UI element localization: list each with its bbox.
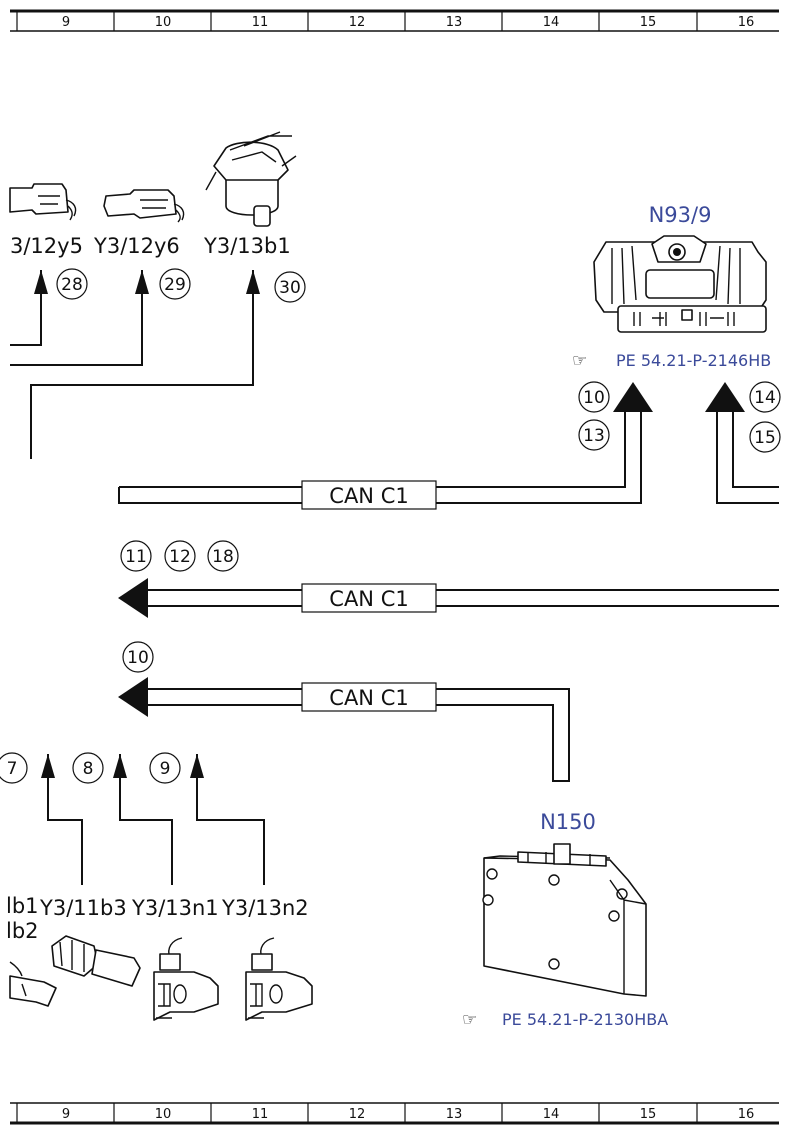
marker-10-bottom: 10 xyxy=(127,648,149,668)
wire-8 xyxy=(119,754,173,885)
marker-15: 15 xyxy=(754,428,776,448)
label-y3-11b3: Y3/11b3 xyxy=(39,896,127,920)
marker-18: 18 xyxy=(212,547,234,567)
ruler-bottom-col-9: 9 xyxy=(62,1107,70,1122)
connector-y3-12y5-drawing xyxy=(9,183,77,221)
sensor-y3-13n1-drawing xyxy=(153,937,219,1021)
control-unit-n93-9-drawing xyxy=(593,235,767,333)
ruler-bottom-col-12: 12 xyxy=(349,1107,366,1122)
marker-10-top: 10 xyxy=(583,388,605,408)
ruler-bottom-col-15: 15 xyxy=(640,1107,657,1122)
ruler-bottom-col-11: 11 xyxy=(252,1107,269,1122)
sensor-y3-11b3-drawing xyxy=(51,935,141,987)
wire-29 xyxy=(10,270,143,366)
arrow-up-30 xyxy=(246,270,260,294)
sensor-y3-13b1-drawing xyxy=(205,131,297,227)
label-y3-12y6: Y3/12y6 xyxy=(93,234,180,258)
label-y3-13n2: Y3/13n2 xyxy=(221,896,309,920)
pointing-hand-icon: ☞ xyxy=(572,351,587,371)
marker-7: 7 xyxy=(7,759,18,779)
label-lb2: lb2 xyxy=(6,919,39,943)
pointing-hand-icon: ☞ xyxy=(462,1010,477,1030)
ruler-top-col-16: 16 xyxy=(738,15,755,30)
ruler-top-col-12: 12 xyxy=(349,15,366,30)
wire-30 xyxy=(30,270,254,459)
arrow-up-8 xyxy=(113,754,127,778)
can-bus-1: CAN C1 xyxy=(118,382,779,510)
label-n150: N150 xyxy=(540,810,596,834)
arrow-up-7 xyxy=(41,754,55,778)
marker-8: 8 xyxy=(83,759,94,779)
can-label-2: CAN C1 xyxy=(329,587,408,611)
top-ruler: 9 10 11 12 13 14 15 16 xyxy=(10,9,779,32)
label-y3-13b1: Y3/13b1 xyxy=(203,234,291,258)
marker-29: 29 xyxy=(164,275,186,295)
label-lb1: lb1 xyxy=(6,894,39,918)
sensor-lb-drawing xyxy=(9,961,57,1007)
connector-y3-12y6-drawing xyxy=(103,189,185,223)
can-label-1: CAN C1 xyxy=(329,484,408,508)
ruler-top-col-14: 14 xyxy=(543,15,560,30)
ruler-top-col-13: 13 xyxy=(446,15,463,30)
ruler-bottom-col-14: 14 xyxy=(543,1107,560,1122)
ref-n93-9: PE 54.21-P-2146HB xyxy=(616,351,771,370)
marker-13: 13 xyxy=(583,426,605,446)
ref-n150: PE 54.21-P-2130HBA xyxy=(502,1010,668,1029)
ruler-bottom-col-16: 16 xyxy=(738,1107,755,1122)
marker-9: 9 xyxy=(160,759,171,779)
marker-28: 28 xyxy=(61,275,83,295)
label-n93-9: N93/9 xyxy=(649,203,712,227)
ruler-bottom-col-10: 10 xyxy=(155,1107,172,1122)
marker-30: 30 xyxy=(279,278,301,298)
wire-7 xyxy=(47,754,83,885)
wire-28 xyxy=(10,270,42,346)
can-label-3: CAN C1 xyxy=(329,686,408,710)
ruler-bottom-col-13: 13 xyxy=(446,1107,463,1122)
label-y3-12y5: 3/12y5 xyxy=(10,234,83,258)
sensor-y3-13n2-drawing xyxy=(245,937,313,1021)
marker-11: 11 xyxy=(125,547,147,567)
wire-9 xyxy=(196,754,265,885)
ruler-top-col-9: 9 xyxy=(62,15,70,30)
marker-12: 12 xyxy=(169,547,191,567)
arrow-up-29 xyxy=(135,270,149,294)
ruler-top-col-11: 11 xyxy=(252,15,269,30)
bottom-ruler: 9 10 11 12 13 14 15 16 xyxy=(10,1102,779,1125)
arrow-up-28 xyxy=(34,270,48,294)
marker-14: 14 xyxy=(754,388,776,408)
can-bus-2: CAN C1 xyxy=(118,578,779,618)
ruler-top-col-15: 15 xyxy=(640,15,657,30)
label-y3-13n1: Y3/13n1 xyxy=(131,896,219,920)
module-n150-drawing xyxy=(482,843,647,997)
ruler-top-col-10: 10 xyxy=(155,15,172,30)
arrow-up-9 xyxy=(190,754,204,778)
can-bus-3: CAN C1 xyxy=(118,677,570,782)
